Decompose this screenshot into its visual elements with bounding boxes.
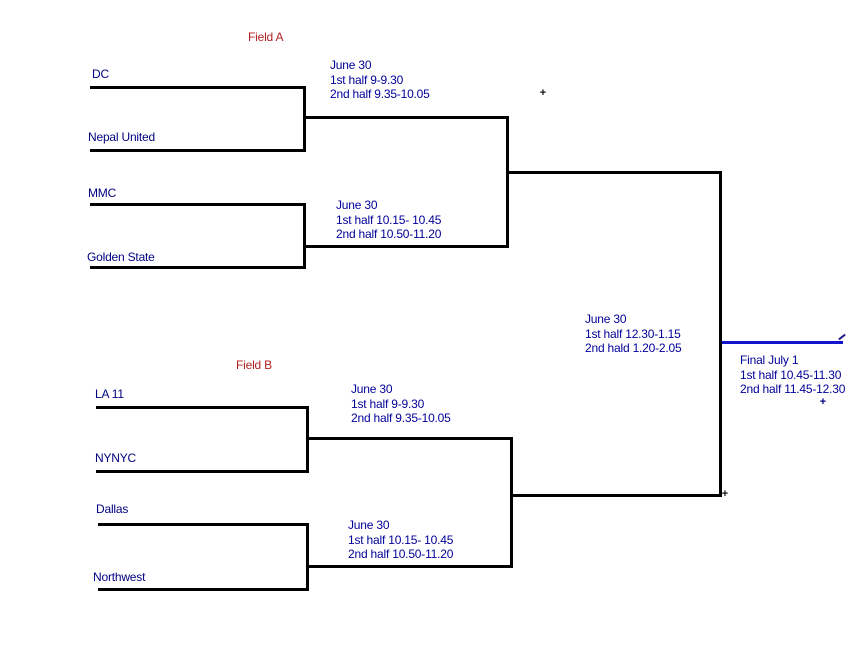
- crosshair-marker-middle: +: [721, 488, 729, 500]
- qf3-top-team-line: [96, 406, 309, 409]
- sf2-winner-line: [512, 494, 722, 497]
- match-qf3-schedule: June 30 1st half 9-9.30 2nd half 9.35-10…: [351, 382, 451, 426]
- qf1-winner-line: [305, 116, 509, 119]
- team-mmc-label: MMC: [88, 186, 117, 200]
- final-winner-line: [722, 341, 843, 344]
- crosshair-marker-right: +: [819, 396, 827, 408]
- schedule-second-half: 2nd half 11.45-12.30: [740, 382, 846, 396]
- schedule-date: June 30: [336, 198, 378, 212]
- schedule-first-half: 1st half 10.15- 10.45: [336, 212, 442, 227]
- qf2-winner-line: [305, 245, 509, 248]
- team-northwest-label: Northwest: [93, 570, 146, 584]
- schedule-first-half: 1st half 10.15- 10.45: [348, 532, 454, 547]
- sf1-winner-line: [508, 171, 722, 174]
- match-sf1-schedule: June 30 1st half 12.30-1.15 2nd hald 1.2…: [585, 312, 682, 356]
- match-qf2-schedule: June 30 1st half 10.15- 10.45 2nd half 1…: [336, 198, 441, 242]
- team-dallas-label: Dallas: [96, 502, 129, 516]
- schedule-first-half: 1st half 12.30-1.15: [585, 326, 681, 341]
- schedule-date: Final July 1: [740, 353, 799, 367]
- field-b-label: Field B: [236, 358, 272, 372]
- qf1-bottom-team-line: [90, 149, 306, 152]
- qf1-connector-line: [303, 86, 306, 152]
- field-a-label: Field A: [248, 30, 284, 44]
- final-schedule: Final July 1 1st half 10.45-11.30 2nd ha…: [740, 353, 845, 397]
- match-qf4-schedule: June 30 1st half 10.15- 10.45 2nd half 1…: [348, 518, 453, 562]
- final-connector-line: [719, 171, 722, 497]
- schedule-first-half: 1st half 9-9.30: [330, 72, 404, 87]
- qf3-winner-line: [308, 437, 513, 440]
- schedule-date: June 30: [351, 382, 393, 396]
- schedule-first-half: 1st half 9-9.30: [351, 396, 425, 411]
- qf4-winner-line: [308, 565, 513, 568]
- schedule-second-half: 2nd half 10.50-11.20: [336, 227, 442, 241]
- team-nepal-united-label: Nepal United: [88, 130, 155, 144]
- schedule-first-half: 1st half 10.45-11.30: [740, 367, 842, 382]
- team-nynyc-label: NYNYC: [95, 451, 137, 465]
- match-qf1-schedule: June 30 1st half 9-9.30 2nd half 9.35-10…: [330, 58, 430, 102]
- schedule-second-half: 2nd half 10.50-11.20: [348, 547, 454, 561]
- sf1-connector-line: [506, 116, 509, 248]
- team-dc-label: DC: [92, 67, 109, 81]
- qf3-bottom-team-line: [96, 470, 309, 473]
- qf1-top-team-line: [90, 86, 306, 89]
- qf4-top-team-line: [98, 523, 309, 526]
- qf4-connector-line: [306, 523, 309, 591]
- qf2-top-team-line: [90, 203, 306, 206]
- qf3-connector-line: [306, 406, 309, 473]
- final-line-end-tick: [838, 333, 846, 341]
- schedule-second-half: 2nd hald 1.20-2.05: [585, 341, 682, 355]
- team-la11-label: LA 11: [95, 387, 124, 401]
- sf2-connector-line: [510, 437, 513, 568]
- qf2-connector-line: [303, 203, 306, 269]
- schedule-second-half: 2nd half 9.35-10.05: [330, 87, 430, 101]
- crosshair-marker-top: +: [539, 87, 547, 99]
- schedule-date: June 30: [585, 312, 627, 326]
- schedule-date: June 30: [348, 518, 390, 532]
- qf2-bottom-team-line: [90, 266, 306, 269]
- team-golden-state-label: Golden State: [87, 250, 155, 264]
- schedule-date: June 30: [330, 58, 372, 72]
- qf4-bottom-team-line: [98, 588, 309, 591]
- schedule-second-half: 2nd half 9.35-10.05: [351, 411, 451, 425]
